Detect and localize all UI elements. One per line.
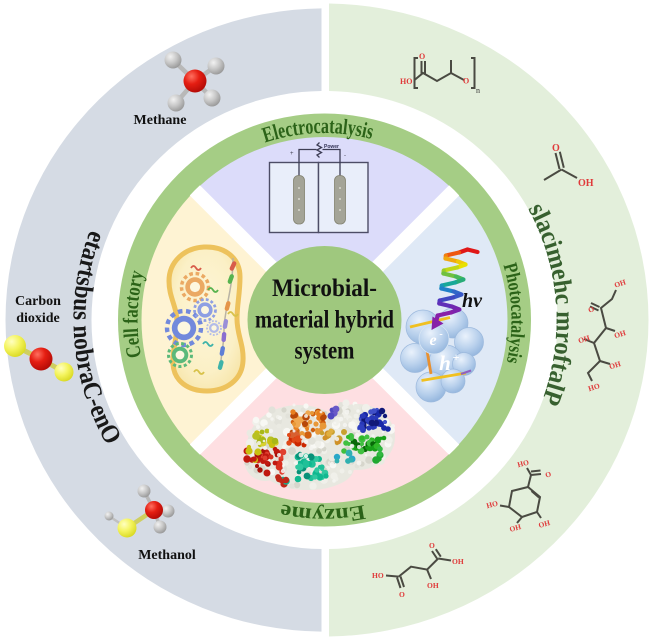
svg-text:O: O xyxy=(552,143,560,154)
svg-text:system: system xyxy=(295,338,355,365)
svg-text:+: + xyxy=(290,151,294,157)
svg-text:OH: OH xyxy=(427,581,439,590)
svg-text:Carbon: Carbon xyxy=(15,294,61,309)
svg-text:HO: HO xyxy=(587,381,601,393)
svg-text:h: h xyxy=(439,351,451,375)
svg-text:Methanol: Methanol xyxy=(138,548,196,563)
svg-text:HO: HO xyxy=(516,458,530,470)
svg-text:OH: OH xyxy=(452,557,464,566)
svg-text:O: O xyxy=(544,469,552,479)
svg-text:OH: OH xyxy=(613,277,627,289)
svg-text:Methane: Methane xyxy=(134,113,187,128)
svg-text:OH: OH xyxy=(608,359,622,371)
svg-text:OH: OH xyxy=(613,328,627,340)
svg-text:OH: OH xyxy=(578,178,594,189)
svg-text:O: O xyxy=(419,52,425,61)
svg-text:material hybrid: material hybrid xyxy=(255,306,394,333)
svg-text:hv: hv xyxy=(462,290,483,312)
svg-text:OH: OH xyxy=(537,518,551,530)
svg-text:O: O xyxy=(429,541,435,550)
svg-text:HO: HO xyxy=(485,499,499,511)
svg-text:HO: HO xyxy=(372,571,384,580)
svg-text:Power: Power xyxy=(324,144,339,150)
svg-text:O: O xyxy=(399,590,405,599)
svg-text:-: - xyxy=(439,329,442,340)
svg-text:Microbial-: Microbial- xyxy=(272,275,377,302)
svg-text:O: O xyxy=(587,304,595,314)
svg-text:e: e xyxy=(429,332,436,349)
svg-text:dioxide: dioxide xyxy=(16,311,60,326)
svg-text:+: + xyxy=(453,350,460,364)
svg-text:O: O xyxy=(463,77,469,86)
svg-text:-: - xyxy=(344,153,346,159)
svg-text:HO: HO xyxy=(400,77,412,86)
svg-text:OH: OH xyxy=(577,333,591,345)
svg-text:n: n xyxy=(476,86,480,95)
svg-text:Enzyme: Enzyme xyxy=(278,499,367,528)
svg-text:OH: OH xyxy=(508,522,522,534)
